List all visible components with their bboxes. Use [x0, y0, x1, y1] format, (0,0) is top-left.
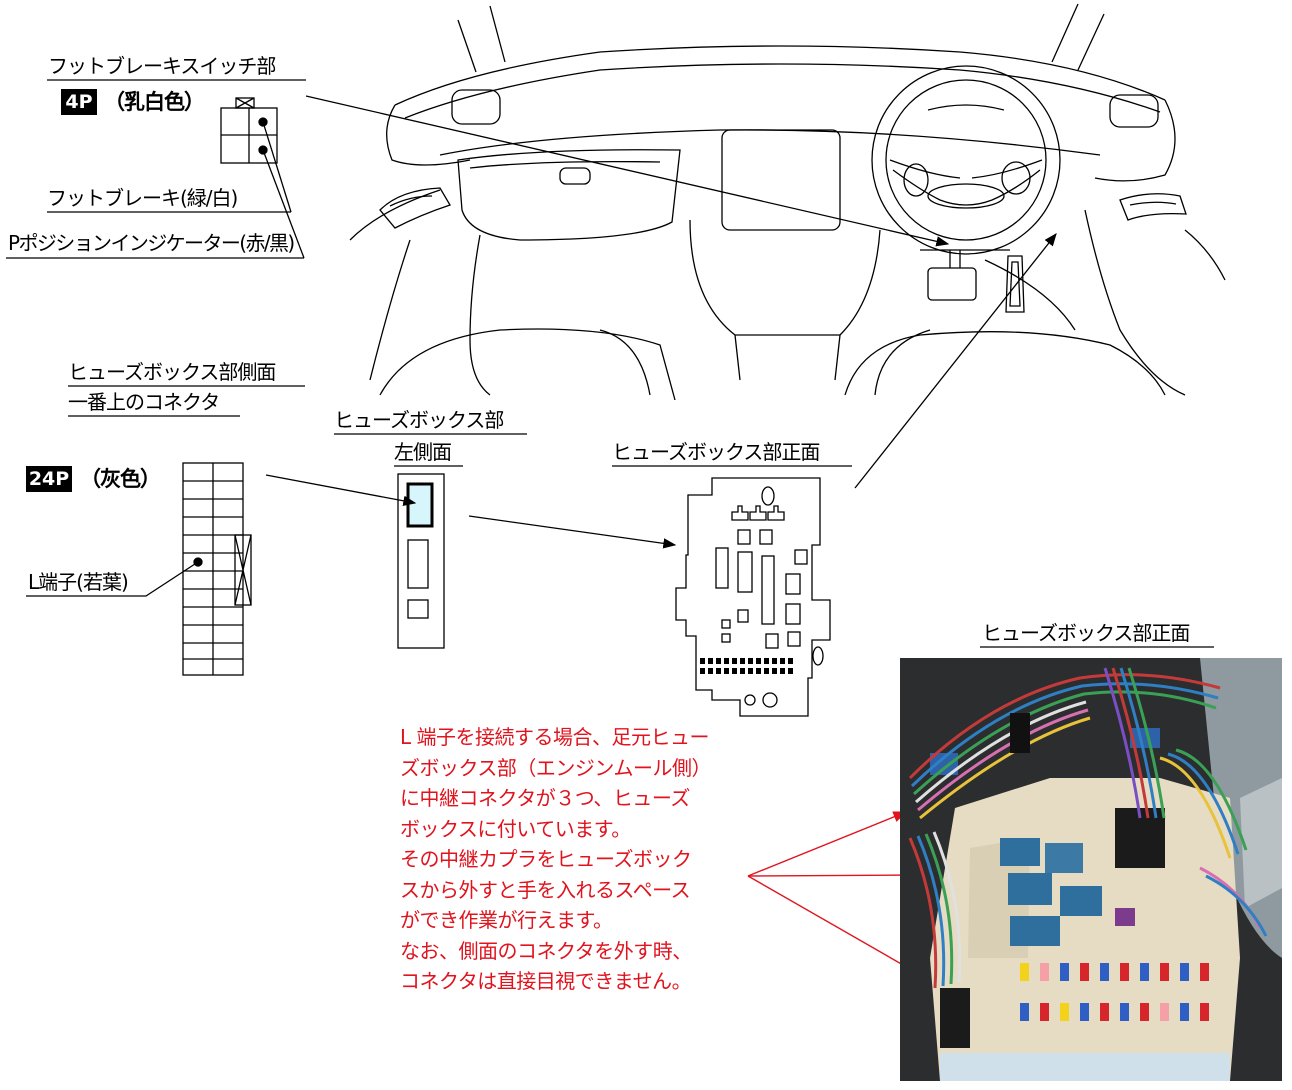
- fusebox-left-subtitle: 左側面: [394, 440, 452, 464]
- connector-color-label-4p: （乳白色）: [104, 90, 205, 114]
- callout-arrows: [747, 811, 926, 978]
- note-line: コネクタは直接目視できません。: [400, 969, 692, 993]
- note-line: その中継カプラをヒューズボック: [400, 847, 692, 871]
- fusebox-front-drawing: [675, 477, 831, 717]
- fusebox-front-title: ヒューズボックス部正面: [612, 440, 820, 464]
- brake-switch-connector: [220, 97, 305, 259]
- fusebox-photo: [900, 658, 1282, 1081]
- note-line: ボックスに付いています。: [400, 816, 631, 841]
- note-line: ズボックス部（エンジンムール側）: [400, 755, 712, 780]
- connector-color-label-24p: （灰色）: [80, 467, 161, 491]
- note-line: なお、側面のコネクタを外す時、: [400, 938, 692, 963]
- fusebox-left-title: ヒューズボックス部: [334, 408, 504, 432]
- connector-24p-drawing: [26, 462, 252, 676]
- wire-label-p-indicator: Pポジションインジケーター(赤/黒): [8, 231, 295, 255]
- terminal-label-l: L端子(若葉): [28, 570, 129, 594]
- note-line: スから外すと手を入れるスペース: [400, 877, 691, 902]
- photo-title: ヒューズボックス部正面: [982, 621, 1190, 645]
- fusebox-left-side-drawing: [397, 473, 445, 649]
- dashboard-illustration: [349, 3, 1226, 401]
- fuse-side-connector-subtitle: 一番上のコネクタ: [68, 390, 220, 414]
- note-line: ができ作業が行えます。: [400, 908, 613, 932]
- pin-count-badge-4p: 4P: [61, 89, 97, 115]
- installation-note: L 端子を接続する場合、足元ヒュー ズボックス部（エンジンムール側） に中継コネ…: [400, 722, 750, 997]
- fusebox-front-terminal-rows: [700, 658, 793, 674]
- note-line: に中継コネクタが３つ、ヒューズ: [400, 786, 690, 810]
- pin-count-badge-24p: 24P: [26, 466, 72, 492]
- note-line: L 端子を接続する場合、足元ヒュー: [400, 725, 710, 749]
- fuse-side-connector-title: ヒューズボックス部側面: [68, 360, 276, 384]
- brake-switch-title: フットブレーキスイッチ部: [48, 54, 276, 78]
- wire-label-foot-brake: フットブレーキ(緑/白): [47, 186, 238, 210]
